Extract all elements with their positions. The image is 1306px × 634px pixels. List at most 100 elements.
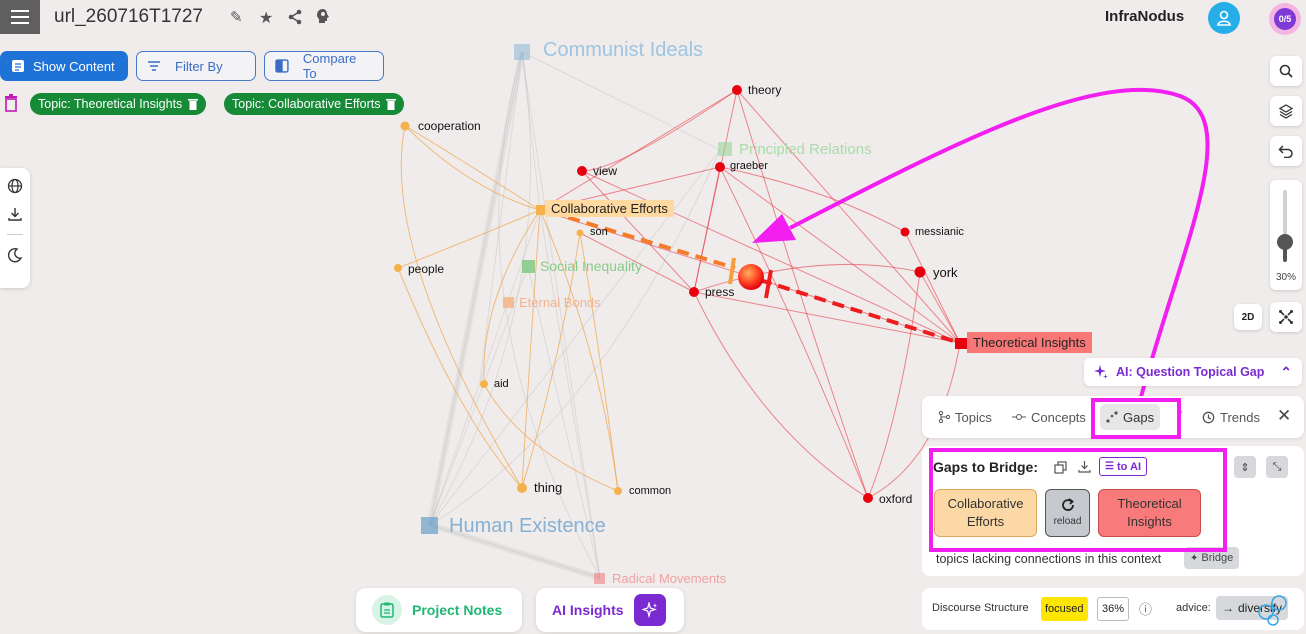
view-mode-2d-button[interactable]: 2D: [1234, 304, 1262, 330]
node-label-thing[interactable]: thing: [534, 480, 563, 495]
node-label-theoretical-insights[interactable]: Theoretical Insights: [967, 332, 1092, 353]
reload-icon: [1061, 498, 1074, 511]
node-label-aid[interactable]: aid: [494, 378, 509, 390]
list-icon: ☰: [1105, 461, 1114, 472]
gaps-description: topics lacking connections in this conte…: [936, 552, 1162, 566]
node-label-theory[interactable]: theory: [748, 83, 782, 97]
compare-to-button[interactable]: Compare To: [264, 51, 384, 81]
filter-by-button[interactable]: Filter By: [136, 51, 256, 81]
topic-label-eternal-bonds[interactable]: Eternal Bonds: [519, 295, 601, 310]
discourse-structure-label: Discourse Structure: [932, 602, 1029, 614]
send-to-ai-button[interactable]: ☰ to AI: [1099, 457, 1147, 476]
undo-button[interactable]: [1270, 136, 1302, 166]
dark-mode-icon[interactable]: [7, 247, 23, 263]
tab-trends[interactable]: Trends: [1196, 404, 1266, 430]
usage-counter[interactable]: 0/5: [1269, 3, 1301, 35]
arrow-right-icon: →: [1222, 601, 1234, 615]
bridge-button[interactable]: ✦ Bridge: [1184, 547, 1240, 569]
filter-icon: [148, 61, 160, 71]
project-notes-button[interactable]: Project Notes: [356, 588, 522, 632]
user-icon: [1217, 10, 1231, 26]
tab-topics[interactable]: Topics: [932, 404, 998, 430]
brain-icon[interactable]: [315, 8, 331, 24]
trash-icon[interactable]: [188, 98, 199, 110]
gaps-panel-highlight: [929, 448, 1227, 552]
collapse-icon: ⤡: [1272, 460, 1282, 473]
zoom-slider-handle[interactable]: [1277, 234, 1293, 250]
node-label-son[interactable]: son: [590, 226, 608, 238]
download-icon[interactable]: [1078, 460, 1091, 473]
show-content-button[interactable]: Show Content: [0, 51, 128, 81]
ai-question-gap-header[interactable]: AI: Question Topical Gap ⌃: [1084, 358, 1302, 386]
user-account-button[interactable]: [1208, 2, 1240, 34]
download-icon[interactable]: [7, 206, 23, 222]
star-icon[interactable]: ★: [259, 10, 274, 27]
filter-tag-collaborative-efforts[interactable]: Topic: Collaborative Efforts: [224, 93, 405, 115]
ai-insights-label: AI Insights: [552, 602, 624, 618]
brand-name: InfraNodus: [1105, 8, 1185, 25]
topic-label-radical-movements[interactable]: Radical Movements: [612, 571, 727, 586]
node-label-view[interactable]: view: [593, 164, 618, 178]
node-label-collaborative-efforts[interactable]: Collaborative Efforts: [545, 200, 674, 217]
gaps-to-bridge-title: Gaps to Bridge:: [933, 459, 1039, 475]
project-notes-label: Project Notes: [412, 602, 503, 618]
share-icon[interactable]: [287, 9, 303, 25]
tab-gaps-label: Gaps: [1123, 409, 1155, 425]
clear-filters-trash-icon[interactable]: [4, 94, 18, 112]
graph-title[interactable]: url_260716T1727: [54, 6, 203, 27]
trash-icon[interactable]: [386, 98, 397, 110]
document-icon: [12, 60, 24, 72]
reload-gap-button[interactable]: reload: [1045, 489, 1090, 537]
expand-vertical-icon: ⇕: [1240, 461, 1250, 474]
node-label-york[interactable]: york: [933, 265, 958, 280]
zoom-slider-track[interactable]: [1283, 190, 1287, 260]
collapse-panel-button[interactable]: ⤡: [1266, 456, 1288, 478]
tab-gaps[interactable]: Gaps: [1100, 404, 1161, 430]
copy-icon[interactable]: [1054, 461, 1067, 474]
node-label-cooperation[interactable]: cooperation: [418, 119, 481, 133]
usage-counter-label: 0/5: [1274, 8, 1296, 30]
compare-to-label: Compare To: [302, 51, 357, 81]
node-label-common[interactable]: common: [629, 485, 672, 497]
edit-icon[interactable]: ✎: [230, 9, 243, 26]
show-content-label: Show Content: [33, 58, 115, 74]
node-label-messianic[interactable]: messianic: [915, 226, 964, 238]
zoom-level: 30%: [1275, 272, 1296, 283]
discourse-state-badge[interactable]: focused: [1041, 597, 1088, 621]
node-label-oxford[interactable]: oxford: [879, 492, 913, 506]
sparkle-icon: ✦: [1190, 552, 1199, 564]
topic-label-social-inequality[interactable]: Social Inequality: [540, 258, 642, 274]
expand-panel-button[interactable]: ⇕: [1234, 456, 1256, 478]
tab-concepts-label: Concepts: [1031, 409, 1086, 425]
topics-icon: [938, 411, 950, 423]
layers-icon: [1278, 104, 1294, 119]
topic-label-human-existence[interactable]: Human Existence: [449, 515, 606, 537]
topic-label-principled-relations[interactable]: Principled Relations: [739, 141, 872, 158]
concepts-icon: [1012, 414, 1026, 420]
filter-tag-theoretical-insights[interactable]: Topic: Theoretical Insights: [30, 93, 207, 115]
gap-topic-label: Theoretical Insights: [1117, 495, 1182, 529]
gap-topic-theoretical-insights[interactable]: Theoretical Insights: [1098, 489, 1201, 537]
info-icon[interactable]: ⓘ: [1139, 602, 1153, 617]
node-label-people[interactable]: people: [408, 262, 445, 276]
topic-label-communist-ideals[interactable]: Communist Ideals: [543, 39, 704, 61]
expand-nodes-icon: [1279, 310, 1293, 324]
menu-button[interactable]: [0, 0, 40, 34]
close-icon[interactable]: ✕: [1277, 406, 1292, 425]
tab-concepts[interactable]: Concepts: [1006, 404, 1092, 430]
fit-view-button[interactable]: [1270, 302, 1302, 332]
layers-button[interactable]: [1270, 96, 1302, 126]
node-label-graeber[interactable]: graeber: [730, 160, 768, 172]
globe-icon[interactable]: [7, 178, 23, 194]
sparkle-icon: [641, 602, 657, 618]
chevron-up-icon[interactable]: ⌃: [1280, 363, 1292, 380]
search-icon: [1279, 64, 1293, 78]
sparkle-icon: [1094, 365, 1108, 379]
search-button[interactable]: [1270, 56, 1302, 86]
gap-topic-collaborative-efforts[interactable]: Collaborative Efforts: [934, 489, 1037, 537]
node-label-press[interactable]: press: [705, 285, 735, 299]
ai-insights-button[interactable]: AI Insights: [536, 588, 684, 632]
send-to-ai-label: to AI: [1116, 460, 1141, 473]
left-toolbar: [0, 168, 30, 288]
